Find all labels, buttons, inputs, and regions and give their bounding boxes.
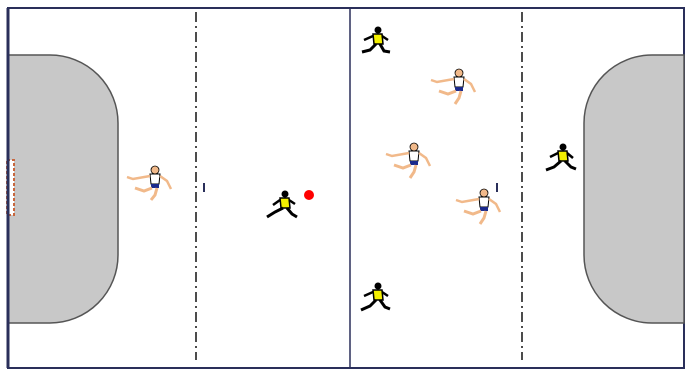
right-goal-area: [584, 55, 684, 323]
ball: [304, 190, 314, 200]
left-goal-area: [8, 55, 118, 323]
